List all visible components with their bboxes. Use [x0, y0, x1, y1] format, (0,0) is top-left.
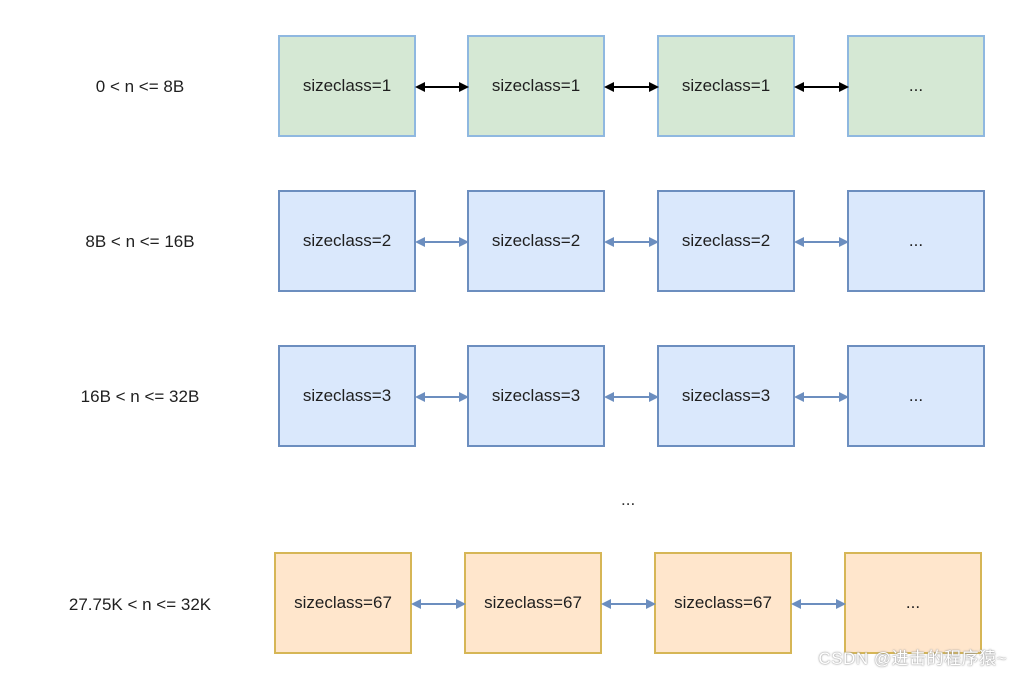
row4-node-1: sizeclass=67 — [274, 552, 412, 654]
row1-node-3: sizeclass=1 — [657, 35, 795, 137]
row2-node-1: sizeclass=2 — [278, 190, 416, 292]
row4-node-2: sizeclass=67 — [464, 552, 602, 654]
row2-node-2: sizeclass=2 — [467, 190, 605, 292]
row-label-4: 27.75K < n <= 32K — [68, 595, 212, 614]
row-label-3: 16B < n <= 32B — [80, 387, 200, 406]
row-label-1: 0 < n <= 8B — [95, 77, 185, 96]
row2-node-4: ... — [847, 190, 985, 292]
row1-node-4: ... — [847, 35, 985, 137]
row3-node-1: sizeclass=3 — [278, 345, 416, 447]
row3-node-4: ... — [847, 345, 985, 447]
row3-node-3: sizeclass=3 — [657, 345, 795, 447]
row2-node-3: sizeclass=2 — [657, 190, 795, 292]
row4-node-4: ... — [844, 552, 982, 654]
row-label-2: 8B < n <= 16B — [85, 232, 195, 251]
csdn-watermark: CSDN @进击的程序猿~ — [818, 649, 1007, 668]
row4-node-3: sizeclass=67 — [654, 552, 792, 654]
row3-node-2: sizeclass=3 — [467, 345, 605, 447]
rows-gap-ellipsis: ... — [621, 490, 636, 509]
